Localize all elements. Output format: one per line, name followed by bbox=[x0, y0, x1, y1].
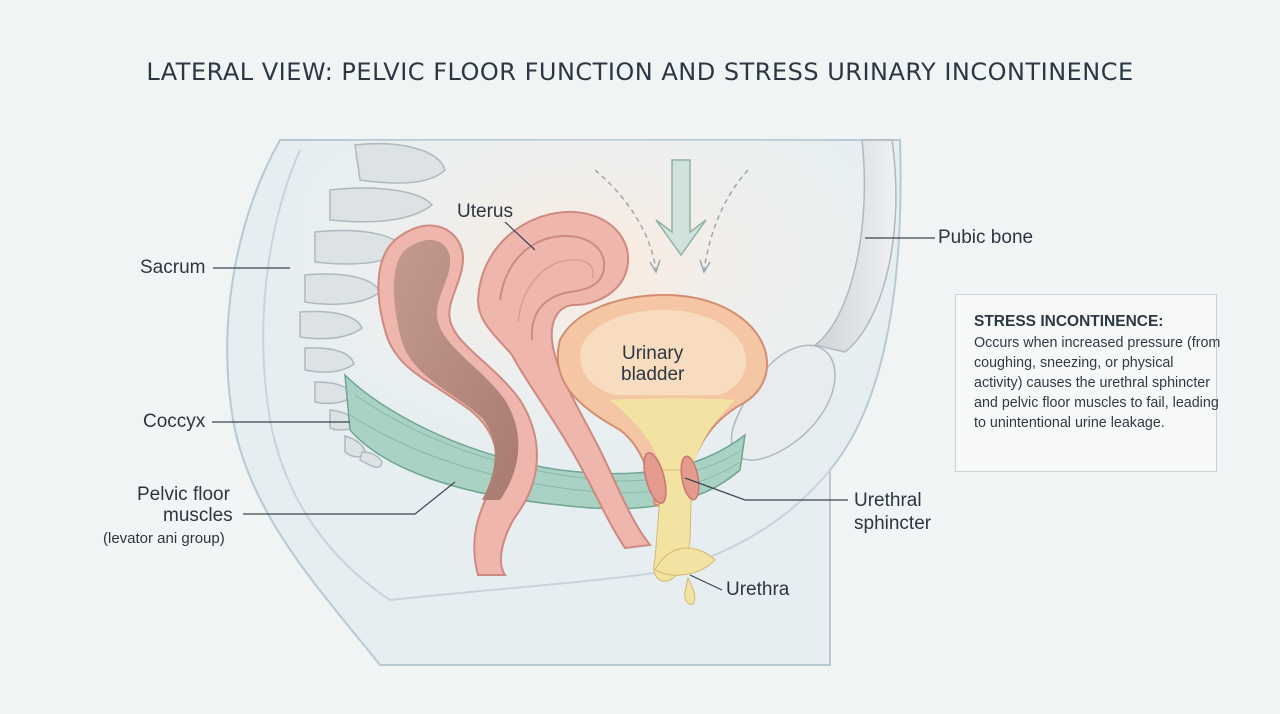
stress-incontinence-callout: STRESS INCONTINENCE: Occurs when increas… bbox=[955, 294, 1220, 472]
pelvic-floor-leader bbox=[243, 481, 456, 515]
coccyx-label: Coccyx bbox=[143, 411, 206, 432]
sphincter-label-line2: sphincter bbox=[854, 513, 932, 534]
uterus-leader bbox=[504, 221, 536, 251]
sacrum-coccyx-bone bbox=[299, 142, 446, 469]
sacrum-label: Sacrum bbox=[140, 257, 206, 278]
urethra-leader bbox=[689, 574, 723, 591]
bladder-label-line1: Urinary bbox=[622, 343, 684, 364]
urethra-label: Urethra bbox=[726, 579, 790, 600]
rectum bbox=[377, 224, 538, 576]
urine-leak bbox=[654, 547, 716, 605]
pelvic-floor-label-line1: Pelvic floor bbox=[137, 484, 230, 505]
page-title: LATERAL VIEW: PELVIC FLOOR FUNCTION AND … bbox=[146, 58, 1134, 86]
urinary-bladder bbox=[556, 293, 768, 582]
bladder-label-line2: bladder bbox=[621, 364, 685, 385]
pelvic-floor-label-line2: muscles bbox=[163, 505, 233, 526]
pelvic-floor-sublabel: (levator ani group) bbox=[103, 530, 225, 547]
sphincter-label-line1: Urethral bbox=[854, 490, 922, 511]
urethral-sphincter bbox=[643, 452, 700, 504]
uterus bbox=[476, 210, 652, 550]
uterus-label: Uterus bbox=[457, 201, 513, 222]
leader-lines bbox=[212, 221, 935, 591]
callout-title: STRESS INCONTINENCE: bbox=[974, 313, 1164, 330]
sphincter-leader bbox=[684, 477, 848, 501]
callout-body: Occurs when increased pressure (from cou… bbox=[974, 335, 1221, 431]
pressure-arrows bbox=[594, 159, 749, 274]
pubic-bone-label: Pubic bone bbox=[938, 227, 1034, 248]
